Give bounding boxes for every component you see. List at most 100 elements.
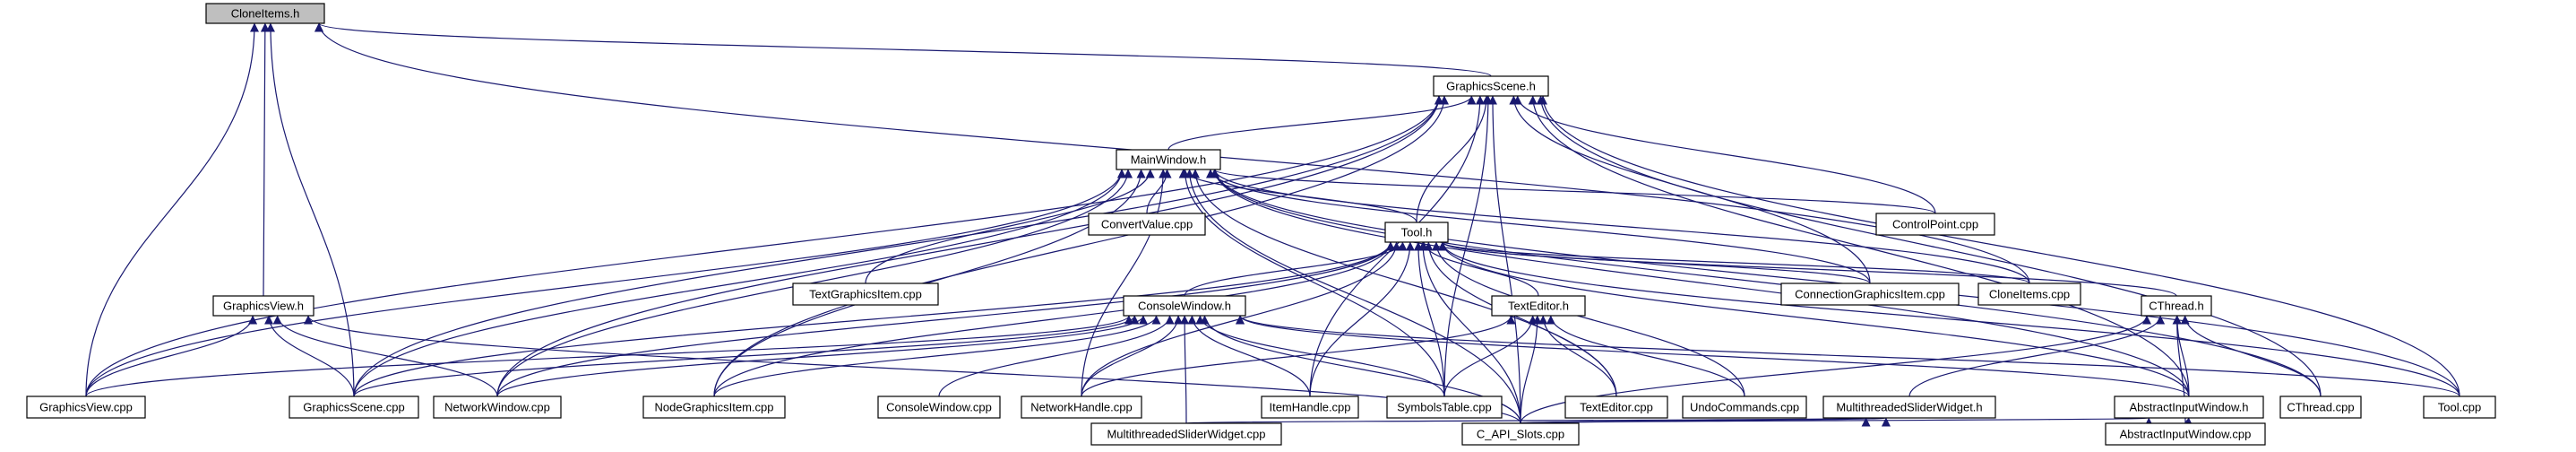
node-label: Tool.h (1401, 225, 1433, 239)
edge-nodegraphicsitem-cpp-to-graphicsscene-h (713, 95, 1449, 397)
edge-abstractinputwindow-h-to-mainwindow-h (1210, 169, 2190, 397)
node-graphicsscene-cpp[interactable]: GraphicsScene.cpp (289, 396, 419, 419)
node-textgraphicsitem-cpp[interactable]: TextGraphicsItem.cpp (792, 282, 939, 306)
node-tool-cpp[interactable]: Tool.cpp (2423, 396, 2496, 419)
node-label: MultithreadedSliderWidget.cpp (1107, 427, 1265, 440)
edge-c-api-slots-cpp-to-consolewindow-h (1200, 315, 1521, 424)
edge-itemhandle-cpp-to-tool-h (1309, 241, 1415, 397)
edge-graphicsview-cpp-to-graphicsscene-h (85, 95, 1443, 397)
node-undocommands-cpp[interactable]: UndoCommands.cpp (1682, 396, 1807, 419)
edge-networkhandle-cpp-to-texteditor-h (1081, 315, 1516, 397)
node-box (212, 295, 314, 317)
node-tool-h[interactable]: Tool.h (1384, 222, 1449, 243)
node-label: CThread.cpp (2287, 400, 2354, 413)
node-label: CThread.h (2149, 299, 2203, 312)
node-graphicsview-cpp[interactable]: GraphicsView.cpp (26, 396, 146, 419)
edge-texteditor-cpp-to-mainwindow-h (1191, 169, 1617, 397)
edge-multithreadedsliderwidget-cpp-to-consolewindow-h (1180, 315, 1190, 424)
edge-cthread-cpp-to-graphicsscene-h (1536, 95, 2322, 397)
edge-networkhandle-cpp-to-mainwindow-h (1081, 169, 1168, 397)
node-box (1116, 149, 1221, 170)
node-networkwindow-cpp[interactable]: NetworkWindow.cpp (433, 396, 562, 419)
node-label: ControlPoint.cpp (1892, 217, 1978, 230)
node-texteditor-cpp[interactable]: TextEditor.cpp (1564, 396, 1668, 419)
node-consolewindow-cpp[interactable]: ConsoleWindow.cpp (877, 396, 1001, 419)
node-connectiongraphicsitem-cpp[interactable]: ConnectionGraphicsItem.cpp (1780, 282, 1960, 306)
node-box (1021, 396, 1142, 419)
edge-tool-cpp-to-consolewindow-h (1236, 315, 2460, 397)
node-controlpoint-cpp[interactable]: ControlPoint.cpp (1875, 213, 1995, 236)
edge-connectiongraphicsitem-cpp-to-mainwindow-h (1206, 169, 1871, 284)
edge-nodegraphicsitem-cpp-to-consolewindow-h (713, 315, 1161, 397)
edge-consolewindow-cpp-to-consolewindow-h (938, 315, 1175, 397)
node-cloneitems-cpp[interactable]: CloneItems.cpp (1977, 282, 2081, 306)
edge-abstractinputwindow-h-to-tool-h (1438, 241, 2190, 397)
node-graphicsview-h[interactable]: GraphicsView.h (212, 295, 314, 317)
edge-networkwindow-cpp-to-tool-h (496, 241, 1395, 397)
node-multithreadedsliderwidget-cpp[interactable]: MultithreadedSliderWidget.cpp (1090, 422, 1282, 446)
edge-controlpoint-cpp-to-graphicsscene-h (1512, 95, 1936, 214)
edge-c-api-slots-cpp-to-cthread-h (1520, 315, 2151, 424)
node-box (1123, 295, 1246, 317)
node-cthread-h[interactable]: CThread.h (2141, 295, 2212, 317)
node-label: ConsoleWindow.cpp (886, 400, 992, 413)
node-label: AbstractInputWindow.cpp (2120, 427, 2252, 440)
edge-multithreadedsliderwidget-h-to-cthread-h (1908, 315, 2166, 397)
edge-mainwindow-h-to-graphicsscene-h (1167, 95, 1477, 151)
node-symbolstable-cpp[interactable]: SymbolsTable.cpp (1386, 396, 1503, 419)
node-box (1433, 75, 1549, 97)
node-box (1461, 422, 1580, 446)
node-cthread-cpp[interactable]: CThread.cpp (2279, 396, 2362, 419)
node-box (2114, 396, 2264, 419)
node-multithreadedsliderwidget-h[interactable]: MultithreadedSliderWidget.h (1822, 396, 1996, 419)
node-nodegraphicsitem-cpp[interactable]: NodeGraphicsItem.cpp (642, 396, 786, 419)
node-label: NetworkWindow.cpp (444, 400, 550, 413)
edge-graphicsview-h-to-cloneitems-h (260, 22, 270, 297)
edge-graphicsscene-cpp-to-cloneitems-h (265, 22, 355, 397)
node-box (792, 282, 939, 306)
edge-graphicsscene-cpp-to-mainwindow-h (353, 169, 1126, 397)
node-label: CloneItems.h (231, 6, 300, 20)
node-c-api-slots-cpp[interactable]: C_API_Slots.cpp (1461, 422, 1580, 446)
node-label: ConsoleWindow.h (1138, 299, 1231, 312)
edge-networkwindow-cpp-to-graphicsview-h (272, 315, 498, 397)
node-box (1780, 282, 1960, 306)
node-graphicsscene-h[interactable]: GraphicsScene.h (1433, 75, 1549, 97)
edge-nodegraphicsitem-cpp-to-tool-h (713, 241, 1395, 397)
node-label: TextEditor.h (1508, 299, 1569, 312)
node-layer: CloneItems.hGraphicsScene.hMainWindow.hT… (26, 3, 2496, 446)
node-itemhandle-cpp[interactable]: ItemHandle.cpp (1261, 396, 1359, 419)
edge-c-api-slots-cpp-to-abstractinputwindow-h (1520, 417, 2151, 428)
edge-graphicsview-cpp-to-consolewindow-h (85, 315, 1133, 397)
node-networkhandle-cpp[interactable]: NetworkHandle.cpp (1021, 396, 1142, 419)
node-label: NodeGraphicsItem.cpp (655, 400, 774, 413)
node-mainwindow-h[interactable]: MainWindow.h (1116, 149, 1221, 170)
edge-symbolstable-cpp-to-tool-h (1413, 241, 1445, 397)
node-box (2141, 295, 2212, 317)
node-consolewindow-h[interactable]: ConsoleWindow.h (1123, 295, 1246, 317)
edge-symbolstable-cpp-to-texteditor-h (1443, 315, 1538, 397)
node-box (433, 396, 562, 419)
node-texteditor-h[interactable]: TextEditor.h (1491, 295, 1586, 317)
edge-cloneitems-cpp-to-tool-h (1438, 241, 2030, 284)
edge-networkwindow-cpp-to-graphicsscene-h (496, 95, 1443, 397)
edge-texteditor-cpp-to-tool-h (1424, 241, 1617, 397)
edge-c-api-slots-cpp-to-graphicsscene-h (1487, 95, 1521, 424)
edge-cthread-cpp-to-mainwindow-h (1210, 169, 2322, 397)
edge-graphicsview-cpp-to-graphicsview-h (85, 315, 258, 397)
node-label: MultithreadedSliderWidget.h (1836, 400, 1982, 413)
edge-convertvalue-cpp-to-mainwindow-h (1146, 169, 1172, 214)
node-box (1261, 396, 1359, 419)
node-label: Tool.cpp (2438, 400, 2481, 413)
node-abstractinputwindow-h[interactable]: AbstractInputWindow.h (2114, 396, 2264, 419)
node-abstractinputwindow-cpp[interactable]: AbstractInputWindow.cpp (2105, 422, 2266, 446)
node-label: SymbolsTable.cpp (1397, 400, 1492, 413)
node-label: TextGraphicsItem.cpp (809, 287, 922, 300)
edge-undocommands-cpp-to-texteditor-h (1546, 315, 1745, 397)
node-convertvalue-cpp[interactable]: ConvertValue.cpp (1088, 213, 1206, 236)
edge-graphicsscene-cpp-to-consolewindow-h (353, 315, 1140, 397)
edge-graphicsscene-cpp-to-graphicsview-h (264, 315, 355, 397)
edge-tool-cpp-to-graphicsscene-h (1538, 95, 2460, 397)
node-cloneitems-h[interactable]: CloneItems.h (205, 3, 325, 24)
